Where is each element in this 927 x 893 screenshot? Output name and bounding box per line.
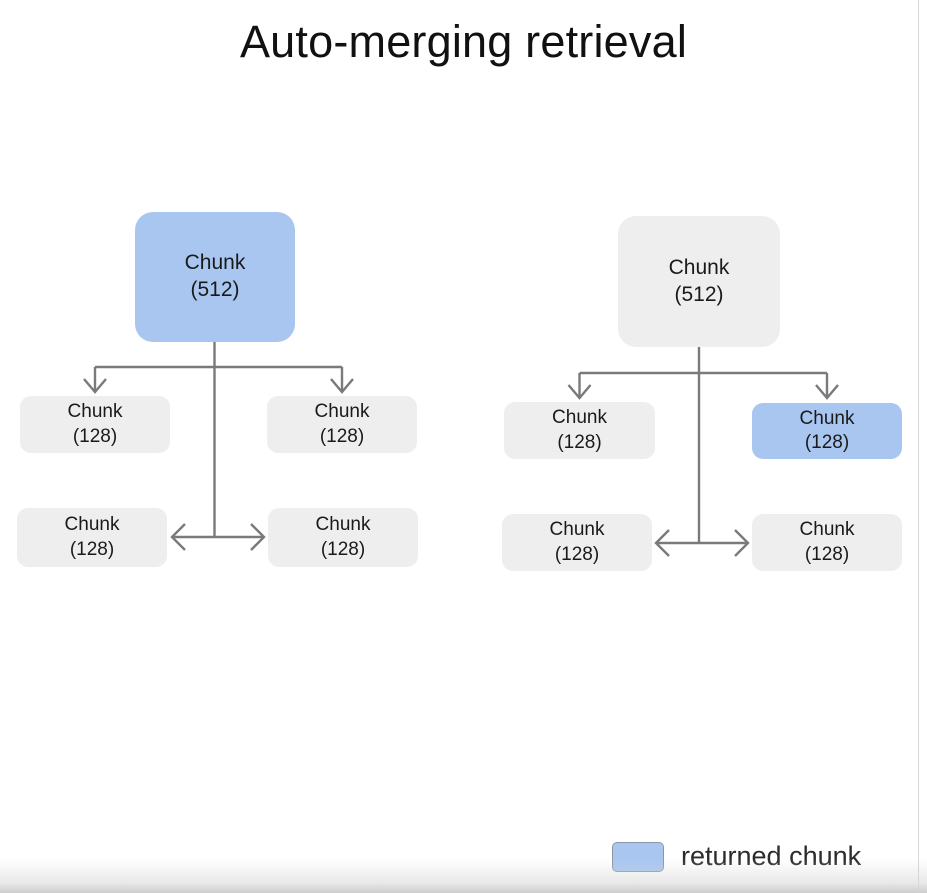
node-size: (128) [72, 425, 118, 447]
left-tree-root-chunk-512[interactable]: Chunk (512) [135, 212, 295, 342]
node-size: (512) [190, 278, 240, 301]
legend: returned chunk [612, 841, 861, 872]
node-label: Chunk [668, 255, 730, 279]
legend-label: returned chunk [681, 841, 862, 871]
left-tree-child-bottom-right-chunk-128[interactable]: Chunk (128) [268, 508, 418, 567]
slide-right-border [918, 0, 919, 893]
right-tree-root-chunk-512[interactable]: Chunk (512) [618, 216, 780, 347]
node-label: Chunk [549, 519, 605, 541]
node-label: Chunk [314, 401, 370, 423]
node-label: Chunk [67, 401, 123, 423]
right-tree-child-top-left-chunk-128[interactable]: Chunk (128) [504, 402, 655, 459]
node-size: (128) [804, 543, 850, 565]
page-title: Auto-merging retrieval [239, 16, 688, 67]
node-size: (128) [69, 538, 115, 560]
right-tree-child-bottom-right-chunk-128[interactable]: Chunk (128) [752, 514, 902, 571]
legend-swatch-returned-chunk [612, 841, 664, 872]
node-label: Chunk [315, 514, 371, 536]
left-tree-child-bottom-left-chunk-128[interactable]: Chunk (128) [17, 508, 167, 567]
node-label: Chunk [799, 407, 855, 429]
right-tree-child-top-right-chunk-128-returned[interactable]: Chunk (128) [752, 403, 902, 459]
node-label: Chunk [64, 514, 120, 536]
node-size: (128) [557, 431, 602, 453]
node-size: (128) [320, 538, 366, 560]
node-label: Chunk [184, 251, 246, 275]
node-size: (128) [319, 425, 365, 447]
node-size: (128) [804, 432, 850, 453]
left-tree-child-top-right-chunk-128[interactable]: Chunk (128) [267, 396, 417, 453]
node-label: Chunk [552, 407, 607, 429]
node-size: (512) [674, 282, 724, 306]
left-tree-child-top-left-chunk-128[interactable]: Chunk (128) [20, 396, 170, 453]
node-label: Chunk [799, 519, 855, 541]
right-tree-child-bottom-left-chunk-128[interactable]: Chunk (128) [502, 514, 652, 571]
node-size: (128) [554, 543, 600, 565]
